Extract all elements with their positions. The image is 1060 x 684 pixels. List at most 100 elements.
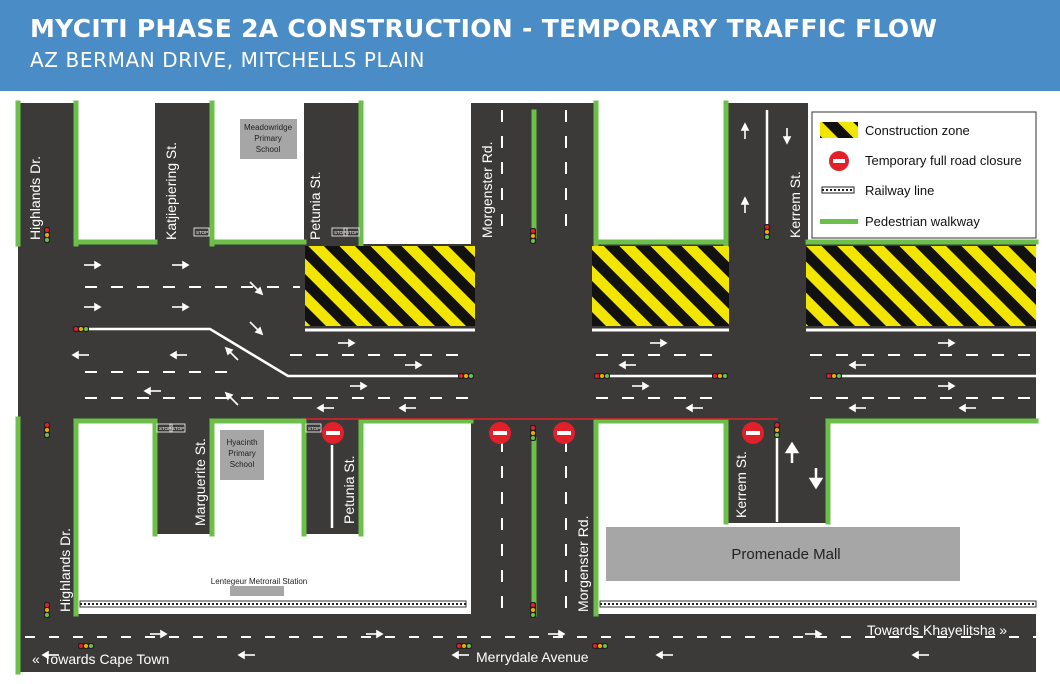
arrow-west bbox=[618, 360, 636, 370]
street-label-morgenster-top: Morgenster Rd. bbox=[479, 142, 495, 238]
highlands-dr-top bbox=[18, 103, 76, 244]
arrow-east bbox=[84, 302, 102, 312]
legend-walkway-label: Pedestrian walkway bbox=[865, 214, 980, 229]
arrow-east bbox=[172, 260, 190, 270]
arrow-west bbox=[71, 350, 89, 360]
arrow-east bbox=[938, 381, 956, 391]
traffic-light-icon bbox=[78, 643, 94, 649]
traffic-light-icon bbox=[530, 602, 536, 618]
katjiepiering-st bbox=[155, 103, 212, 244]
lentegeur-station bbox=[230, 586, 284, 596]
direction-towards-cape-town: « Towards Cape Town bbox=[32, 651, 169, 667]
no-entry-icon bbox=[742, 422, 764, 444]
arrow-east bbox=[938, 338, 956, 348]
arrow-west bbox=[41, 650, 59, 660]
header-banner: MYCITI PHASE 2A CONSTRUCTION - TEMPORARY… bbox=[0, 0, 1060, 91]
street-label-morgenster-bottom: Morgenster Rd. bbox=[575, 516, 591, 612]
page-subtitle: AZ BERMAN DRIVE, MITCHELLS PLAIN bbox=[30, 48, 426, 72]
arrow-west bbox=[848, 360, 866, 370]
traffic-lights bbox=[44, 224, 842, 649]
road-closures bbox=[322, 422, 764, 444]
promenade-mall-label: Promenade Mall bbox=[731, 546, 840, 563]
arrow-west bbox=[958, 403, 976, 413]
no-entry-icon bbox=[322, 422, 344, 444]
arrow-east bbox=[150, 629, 168, 639]
construction-zones bbox=[305, 246, 1036, 332]
construction-zone bbox=[305, 246, 475, 326]
traffic-light-icon bbox=[44, 227, 50, 243]
arrow-southeast bbox=[249, 281, 264, 296]
arrow-east bbox=[338, 338, 356, 348]
street-label-kerrem-top: Kerrem St. bbox=[787, 171, 803, 238]
hyacinth-line1: Hyacinth bbox=[226, 438, 257, 447]
street-label-marguerite: Marguerite St. bbox=[192, 438, 208, 526]
traffic-light-icon bbox=[712, 373, 728, 379]
traffic-light-icon bbox=[592, 643, 608, 649]
stop-sign-label: STOP bbox=[196, 230, 208, 235]
hyacinth-line3: School bbox=[230, 460, 255, 469]
marguerite-st bbox=[155, 419, 212, 534]
construction-zone bbox=[592, 246, 729, 326]
street-label-kerrem-bottom: Kerrem St. bbox=[733, 451, 749, 518]
traffic-light-icon bbox=[44, 422, 50, 438]
arrow-south bbox=[782, 128, 792, 145]
traffic-light-icon bbox=[826, 373, 842, 379]
arrow-west bbox=[169, 350, 187, 360]
walkways bbox=[15, 100, 1039, 675]
arrow-east bbox=[632, 381, 650, 391]
legend-railway-label: Railway line bbox=[865, 183, 934, 198]
traffic-light-icon bbox=[764, 224, 770, 240]
arrow-west bbox=[911, 650, 929, 660]
arrow-west bbox=[685, 403, 703, 413]
legend: Construction zone Temporary full road cl… bbox=[811, 111, 1037, 239]
street-label-highlands-top: Highlands Dr. bbox=[27, 156, 43, 240]
hyacinth-line2: Primary bbox=[228, 449, 256, 458]
arrow-west bbox=[398, 403, 416, 413]
arrow-east bbox=[548, 629, 566, 639]
meadowridge-line3: School bbox=[256, 145, 281, 154]
arrow-northwest bbox=[224, 391, 239, 406]
promenade-mall bbox=[606, 527, 960, 581]
arrow-south bbox=[808, 468, 824, 490]
no-entry-icon bbox=[489, 422, 511, 444]
arrow-west bbox=[655, 650, 673, 660]
railway-lines bbox=[79, 600, 1037, 608]
legend-construction-label: Construction zone bbox=[865, 123, 970, 138]
page-title: MYCITI PHASE 2A CONSTRUCTION - TEMPORARY… bbox=[30, 14, 938, 43]
petunia-st-top bbox=[304, 103, 361, 244]
stop-signs: STOP STOP STOP STOP STOP STOP bbox=[156, 227, 360, 433]
arrow-west bbox=[143, 386, 161, 396]
arrow-east bbox=[84, 260, 102, 270]
arrow-west bbox=[848, 403, 866, 413]
stop-sign-label: STOP bbox=[346, 230, 358, 235]
arrow-east bbox=[350, 381, 368, 391]
construction-zone bbox=[806, 246, 1036, 326]
merrydale-avenue bbox=[18, 614, 1036, 672]
arrow-west bbox=[237, 650, 255, 660]
stop-sign-label: STOP bbox=[159, 426, 171, 431]
arrow-north bbox=[740, 196, 750, 213]
arrow-east bbox=[805, 629, 823, 639]
legend-no-entry-icon bbox=[829, 151, 849, 171]
traffic-light-icon bbox=[594, 373, 610, 379]
hyacinth-school bbox=[220, 430, 264, 480]
buildings: Meadowridge Primary School Hyacinth Prim… bbox=[211, 119, 960, 596]
highlands-dr-bottom bbox=[18, 419, 76, 614]
arrow-north bbox=[740, 122, 750, 139]
meadowridge-school bbox=[240, 119, 297, 159]
lentegeur-station-label: Lentegeur Metrorail Station bbox=[211, 577, 308, 586]
lane-markings bbox=[25, 110, 1036, 638]
traffic-light-icon bbox=[456, 643, 472, 649]
arrow-east bbox=[366, 629, 384, 639]
traffic-light-icon bbox=[530, 425, 536, 441]
street-label-merrydale: Merrydale Avenue bbox=[476, 649, 589, 665]
legend-walkway-swatch bbox=[820, 219, 858, 224]
traffic-light-icon bbox=[774, 422, 780, 438]
stop-sign-label: STOP bbox=[334, 230, 346, 235]
arrow-southeast bbox=[249, 321, 264, 336]
traffic-light-icon bbox=[458, 373, 474, 379]
direction-towards-khayelitsha: Towards Khayelitsha » bbox=[867, 622, 1007, 638]
arrow-northwest bbox=[224, 346, 239, 361]
legend-construction-swatch bbox=[820, 122, 858, 138]
